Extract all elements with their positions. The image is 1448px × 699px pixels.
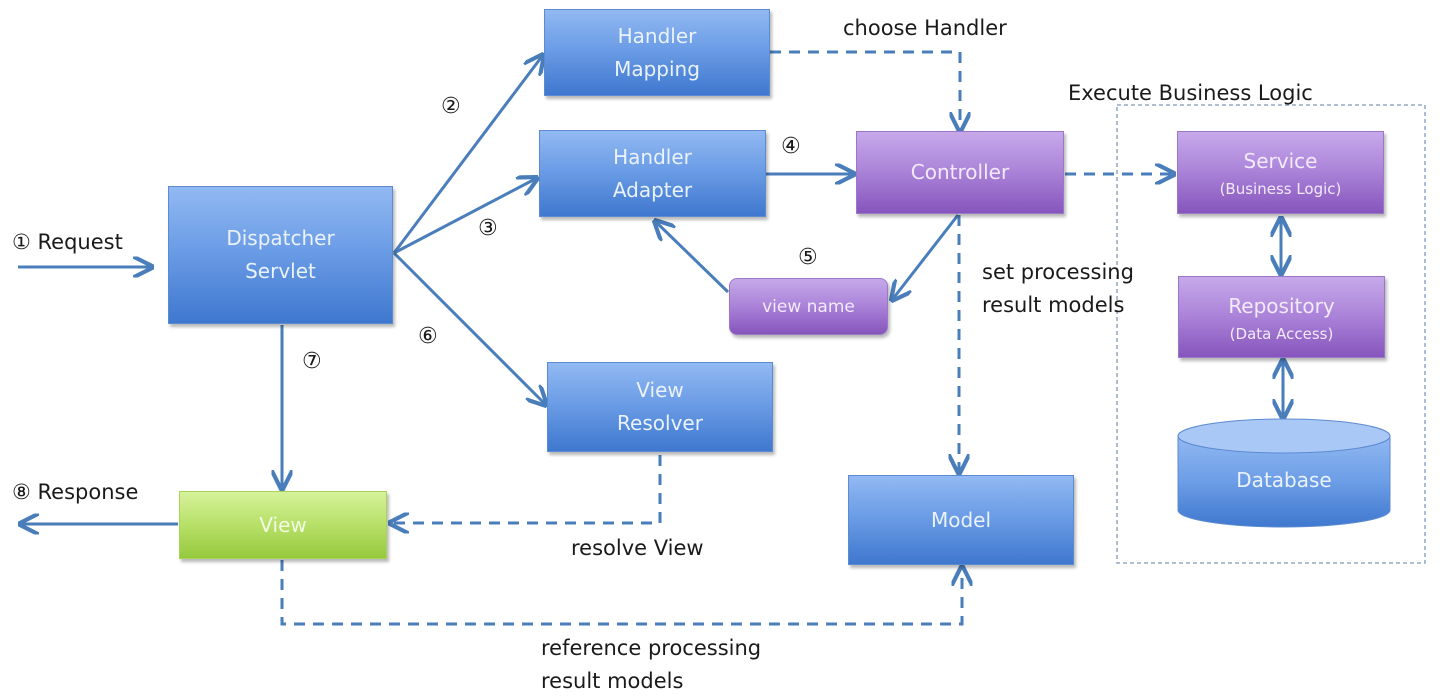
database-label: Database [1236,468,1332,492]
arrow-step2 [392,55,543,254]
step-5-marker: ⑤ [798,245,818,270]
step-6-marker: ⑥ [418,324,438,349]
handler-adapter-label-2: Adapter [612,177,693,202]
service-label: Service [1243,149,1318,173]
handler-mapping-node[interactable]: Handler Mapping [544,9,770,96]
response-label: ⑧ Response [12,480,139,504]
arrow-controller-to-viewname [892,214,960,300]
step-7-marker: ⑦ [302,349,322,374]
arrow-reference-models [280,560,962,626]
business-logic-group [1116,104,1426,564]
reference-label-1: reference processing [541,636,762,660]
controller-label: Controller [910,160,1010,184]
step-2-marker: ② [441,94,461,119]
database-cylinder [1177,418,1391,528]
repository-node[interactable]: Repository (Data Access) [1178,276,1385,358]
set-models-label-2: result models [982,293,1125,317]
choose-handler-label: choose Handler [843,16,1007,40]
handler-mapping-label-2: Mapping [614,56,700,81]
controller-node[interactable]: Controller [856,131,1064,214]
view-resolver-label-2: Resolver [617,411,703,435]
group-title: Execute Business Logic [1068,81,1313,105]
view-name-node[interactable]: view name [729,278,888,335]
model-label: Model [930,507,992,532]
service-node[interactable]: Service (Business Logic) [1177,131,1384,214]
handler-adapter-node[interactable]: Handler Adapter [539,130,766,217]
arrow-viewname-to-adapter [655,221,730,294]
resolve-view-label: resolve View [571,536,704,560]
handler-mapping-label-1: Handler [617,23,697,48]
set-models-label-1: set processing [982,260,1134,284]
reference-label-2: result models [541,669,684,693]
view-name-label: view name [762,296,855,317]
model-node[interactable]: Model [848,475,1074,565]
view-node[interactable]: View [179,491,387,559]
view-label: View [259,512,307,537]
repository-label: Repository [1228,293,1335,318]
handler-adapter-label-1: Handler [613,144,692,169]
service-sublabel: (Business Logic) [1219,180,1342,198]
view-resolver-label-1: View [636,378,684,402]
step-4-marker: ④ [781,134,801,159]
dispatcher-servlet-label-1: Dispatcher [226,226,335,250]
step-3-marker: ③ [478,216,498,241]
arrow-choose-handler [770,50,960,131]
dispatcher-servlet-node[interactable]: Dispatcher Servlet [168,186,393,324]
view-resolver-node[interactable]: View Resolver [547,362,773,452]
request-label: ① Request [12,230,123,254]
arrow-step3 [393,178,537,255]
arrow-resolve-view [390,455,662,523]
dispatcher-servlet-label-2: Servlet [245,259,316,283]
arrow-step6 [392,251,546,405]
repository-sublabel: (Data Access) [1229,324,1334,343]
